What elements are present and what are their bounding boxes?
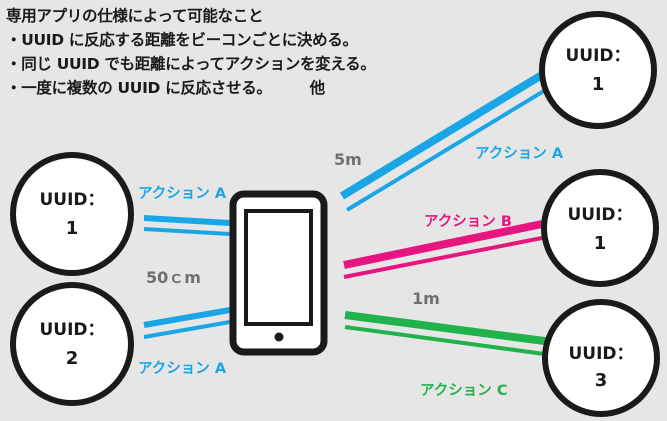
beacon-right-middle-label: UUID： [567,205,632,225]
header-extra: 他 [309,79,326,97]
beacon-left-bottom: UUID： 2 [10,282,134,406]
distance-label-right-top: 5m [334,150,362,169]
link-left-top [143,215,231,236]
beacon-right-middle: UUID： 1 [541,169,659,287]
action-label-left-bottom: アクション A [138,360,227,377]
header-bullet-3: ・一度に複数の UUID に反応させる。 [6,79,272,97]
link-left-bottom [143,307,231,339]
header-bullet-1: ・UUID に反応する距離をビーコンごとに決める。 [6,31,358,49]
link-right-middle [343,220,543,279]
beacon-right-middle-id: 1 [594,233,607,254]
beacon-right-top-label: UUID： [565,46,630,66]
beacon-right-bottom-id: 3 [595,370,608,391]
beacon-left-top-id: 1 [66,218,79,239]
beacon-right-bottom: UUID： 3 [542,299,660,417]
header-bullet-3-row: ・一度に複数の UUID に反応させる。 他 [6,76,376,100]
beacon-right-top-id: 1 [592,74,605,95]
action-label-right-middle: アクション B [424,213,512,230]
beacon-right-bottom-label: UUID： [568,344,633,364]
action-label-right-top: アクション A [475,145,564,162]
action-label-left-top: アクション A [138,185,227,202]
beacon-left-bottom-id: 2 [66,348,79,369]
header-title: 専用アプリの仕様によって可能なこと [6,7,264,25]
link-right-bottom [344,311,553,357]
distance-label-left: 50ｃm [146,268,201,287]
beacon-left-top-label: UUID： [39,190,104,210]
link-right-top [339,60,564,212]
beacon-right-top: UUID： 1 [539,11,657,129]
header-text-block: 専用アプリの仕様によって可能なこと ・UUID に反応する距離をビーコンごとに決… [6,4,376,100]
distance-label-right-bottom: 1m [412,289,440,308]
smartphone-icon [229,190,328,356]
beacon-left-top: UUID： 1 [10,152,134,276]
action-label-right-bottom: アクション C [420,382,507,399]
beacon-left-bottom-label: UUID： [39,320,104,340]
header-bullet-2: ・同じ UUID でも距離によってアクションを変える。 [6,55,376,73]
